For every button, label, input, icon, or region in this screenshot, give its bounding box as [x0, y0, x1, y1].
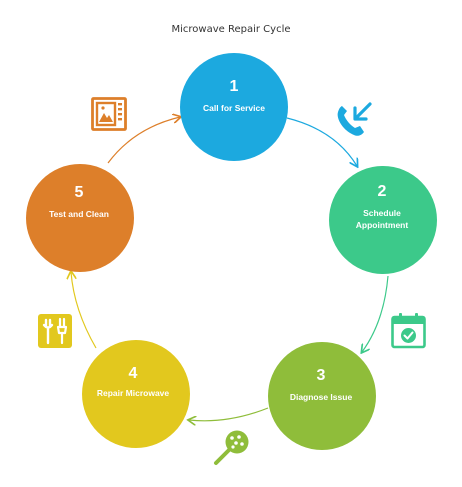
step-5-number: 5 [75, 184, 84, 201]
step-5-node: 5 Test and Clean [26, 164, 134, 272]
step-5-label: Test and Clean [49, 209, 109, 219]
step-1-node: 1 Call for Service [180, 53, 288, 161]
step-3-node: 3 Diagnose Issue [268, 342, 376, 450]
step-2-label-line-2: Appointment [356, 220, 409, 230]
step-2-circle [329, 166, 437, 274]
step-3-circle [268, 342, 376, 450]
connector-2-to-3 [362, 275, 389, 352]
step-5-circle [26, 164, 134, 272]
step-4-node: 4 Repair Microwave [82, 340, 190, 448]
step-1-label: Call for Service [203, 103, 265, 113]
step-1-number: 1 [230, 78, 239, 95]
step-3-number: 3 [317, 367, 326, 384]
step-2-node: 2 Schedule Appointment [329, 166, 437, 274]
microwave-icon [91, 97, 127, 131]
connector-4-to-5 [71, 272, 97, 349]
step-1-circle [180, 53, 288, 161]
phone-incoming-icon [337, 102, 372, 136]
connector-1-to-2 [286, 117, 357, 166]
step-4-label: Repair Microwave [97, 388, 170, 398]
step-3-label: Diagnose Issue [290, 392, 353, 402]
step-4-number: 4 [129, 365, 138, 382]
calendar-check-icon [391, 313, 426, 349]
step-2-label-line-1: Schedule [363, 208, 401, 218]
diagram-title: Microwave Repair Cycle [171, 24, 291, 35]
tools-icon [38, 314, 72, 348]
connector-3-to-4 [189, 407, 269, 421]
step-2-number: 2 [378, 183, 387, 200]
step-4-circle [82, 340, 190, 448]
connector-5-to-1 [107, 117, 180, 164]
magnifier-dots-icon [214, 430, 249, 465]
